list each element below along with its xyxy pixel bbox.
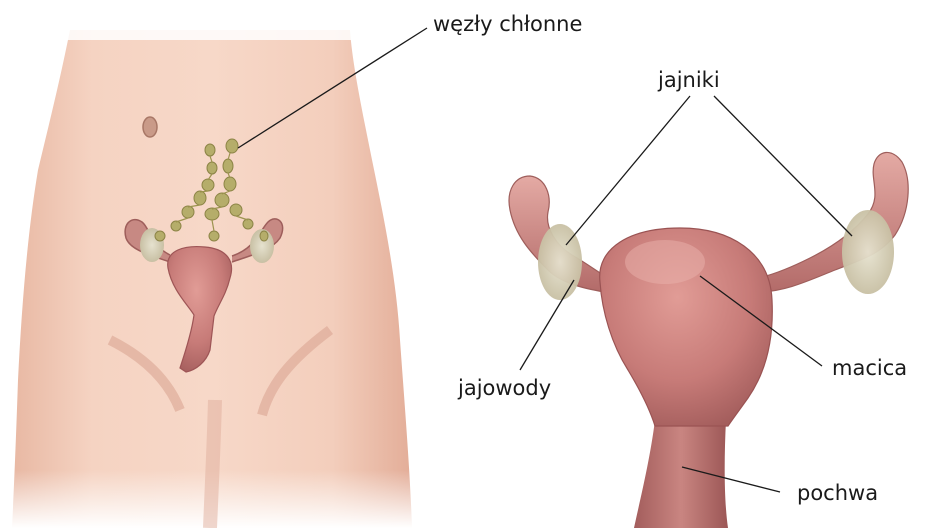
enlarged-reproductive-organs: [509, 152, 908, 528]
left-tube-ovary: [509, 176, 608, 300]
right-tube-ovary: [758, 152, 908, 294]
label-lymph-nodes: węzły chłonne: [433, 12, 582, 36]
label-uterus: macica: [832, 356, 907, 380]
leader-fallopian-tubes: [520, 280, 574, 370]
midline-shadow: [210, 400, 215, 528]
right-ovary: [842, 210, 894, 294]
torso-illustration: [0, 0, 420, 528]
leader-ovaries-left: [566, 96, 690, 245]
label-fallopian-tubes: jajowody: [457, 376, 551, 400]
label-vagina: pochwa: [797, 481, 878, 505]
left-ovary: [538, 224, 582, 300]
vagina-shape: [634, 420, 728, 528]
label-ovaries: jajniki: [657, 68, 720, 92]
navel: [143, 117, 157, 137]
leader-ovaries-right: [714, 96, 852, 236]
